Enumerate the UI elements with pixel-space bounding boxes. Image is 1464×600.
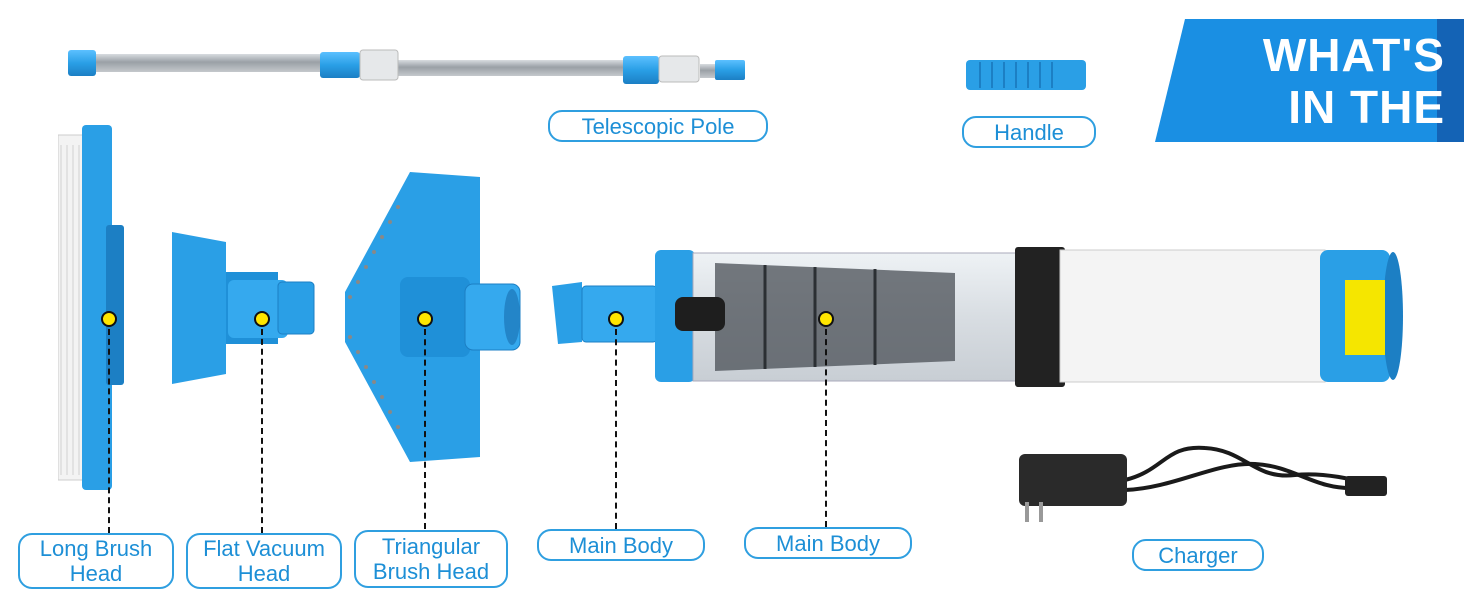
- leader-main-body-2: [825, 329, 827, 527]
- leader-main-body-1: [615, 329, 617, 529]
- badge-title: WHAT'S IN THE BOX: [1195, 29, 1445, 185]
- label-triangular-brush-head: Triangular Brush Head: [354, 530, 508, 588]
- label-long-brush-head: Long Brush Head: [18, 533, 174, 589]
- triangular-brush-head-illustration: [345, 172, 521, 462]
- long-brush-head-illustration: [58, 125, 124, 490]
- label-flat-vacuum-head: Flat Vacuum Head: [186, 533, 342, 589]
- badge-line-2: IN THE BOX: [1288, 81, 1445, 185]
- charger-illustration: [1019, 445, 1387, 522]
- label-charger: Charger: [1132, 539, 1264, 571]
- label-handle: Handle: [962, 116, 1096, 148]
- leader-flat-vacuum-head: [261, 329, 263, 533]
- handle-illustration: [966, 60, 1086, 90]
- main-body-adapter-illustration: [552, 282, 658, 344]
- flat-vacuum-head-illustration: [172, 232, 315, 384]
- marker-flat-vacuum-head: [254, 311, 270, 327]
- badge-line-1: WHAT'S: [1262, 29, 1445, 81]
- label-main-body-2: Main Body: [744, 527, 912, 559]
- leader-triangular-brush-head: [424, 329, 426, 529]
- label-main-body-1: Main Body: [537, 529, 705, 561]
- marker-triangular-brush-head: [417, 311, 433, 327]
- marker-main-body-2: [818, 311, 834, 327]
- badge-background: [1155, 19, 1464, 142]
- leader-long-brush-head: [108, 329, 110, 533]
- telescopic-pole-illustration: [68, 49, 745, 84]
- marker-main-body-1: [608, 311, 624, 327]
- marker-long-brush-head: [101, 311, 117, 327]
- main-body-canister-illustration: [655, 247, 1403, 387]
- whats-in-the-box-badge: WHAT'S IN THE BOX: [1155, 19, 1464, 185]
- label-telescopic-pole: Telescopic Pole: [548, 110, 768, 142]
